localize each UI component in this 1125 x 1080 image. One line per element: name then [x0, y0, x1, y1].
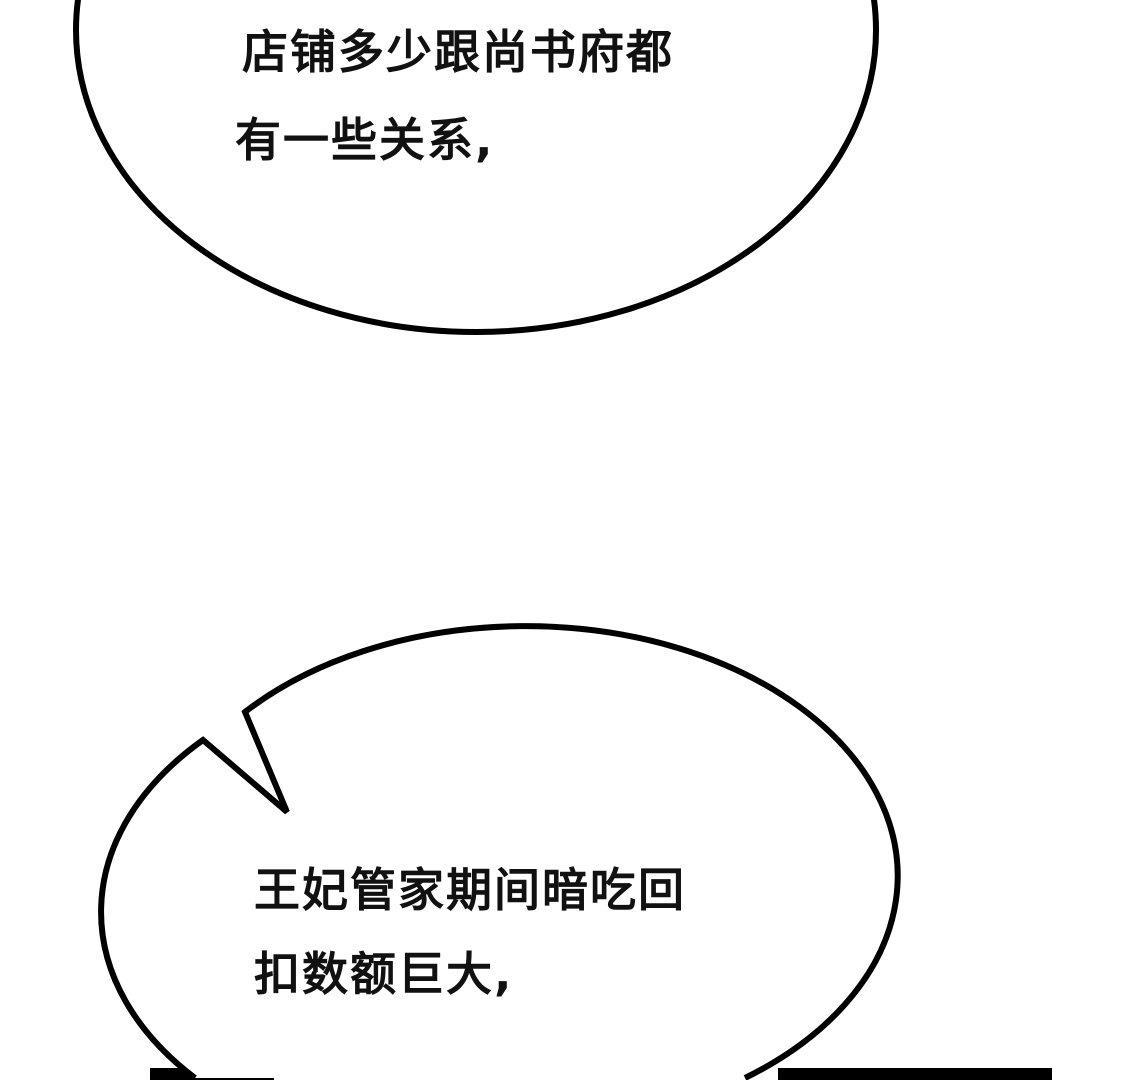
- speech-bubble-top: [73, 0, 879, 335]
- panel-right-frame: [778, 1068, 1052, 1080]
- bubble-bottom-line-1: 王妃管家期间暗吃回: [254, 863, 686, 917]
- bubble-top-line-2: 有一些关系,: [235, 113, 495, 167]
- speech-bubble-bottom-fill: [101, 626, 898, 1078]
- bubble-top-line-1: 店铺多少跟尚书府都: [242, 25, 674, 79]
- speech-bubble-bottom: [98, 623, 901, 1080]
- bubble-bottom-line-2: 扣数额巨大,: [254, 947, 514, 1001]
